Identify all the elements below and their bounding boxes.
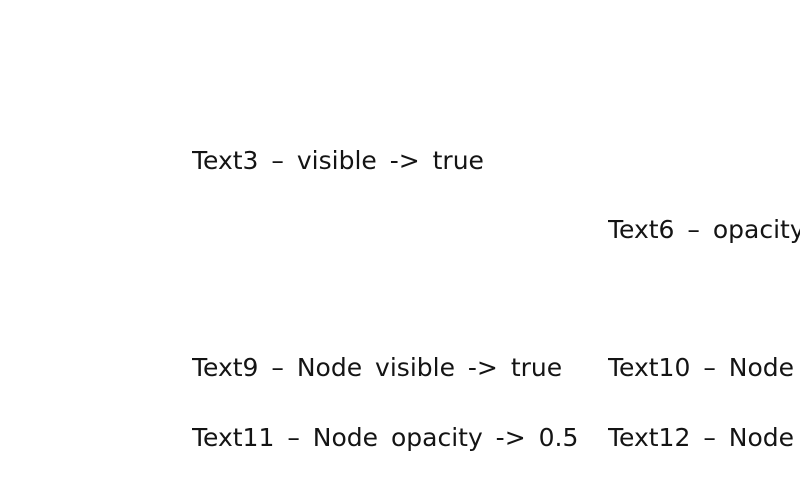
text12-label: Text12 – Node opacity -> 0.0 bbox=[608, 423, 795, 452]
text10-label: Text10 – Node visible -> false bbox=[608, 353, 795, 382]
text6-label: Text6 – opacity -> 0.5 bbox=[608, 215, 800, 244]
text11-label: Text11 – Node opacity -> 0.5 bbox=[192, 423, 579, 452]
text3-label: Text3 – visible -> true bbox=[192, 146, 484, 175]
text9-label: Text9 – Node visible -> true bbox=[192, 353, 563, 382]
